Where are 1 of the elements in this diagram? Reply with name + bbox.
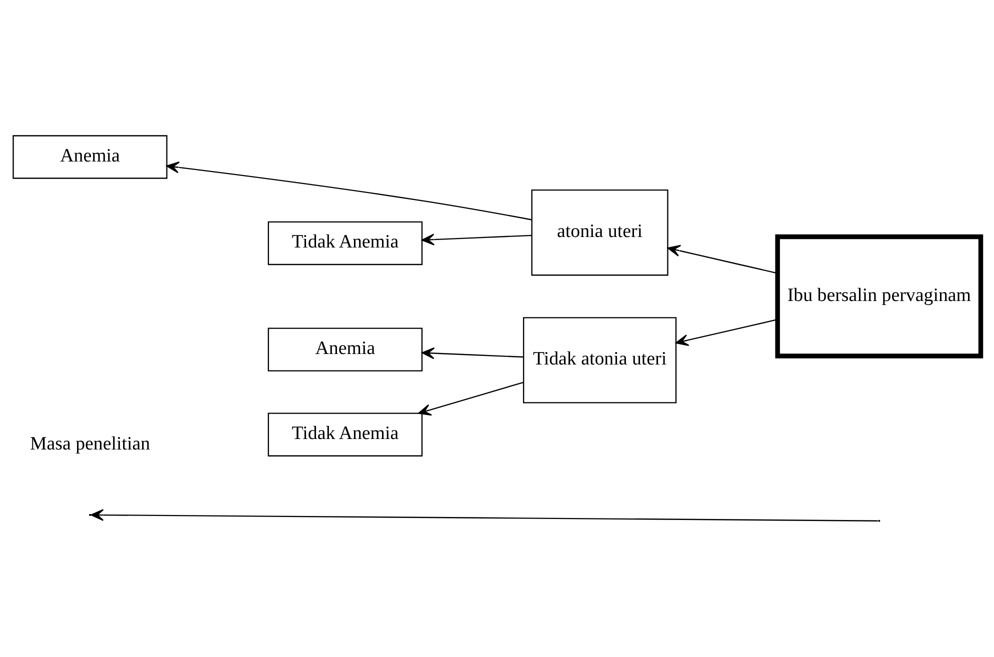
label: Masa penelitian <box>30 434 150 455</box>
